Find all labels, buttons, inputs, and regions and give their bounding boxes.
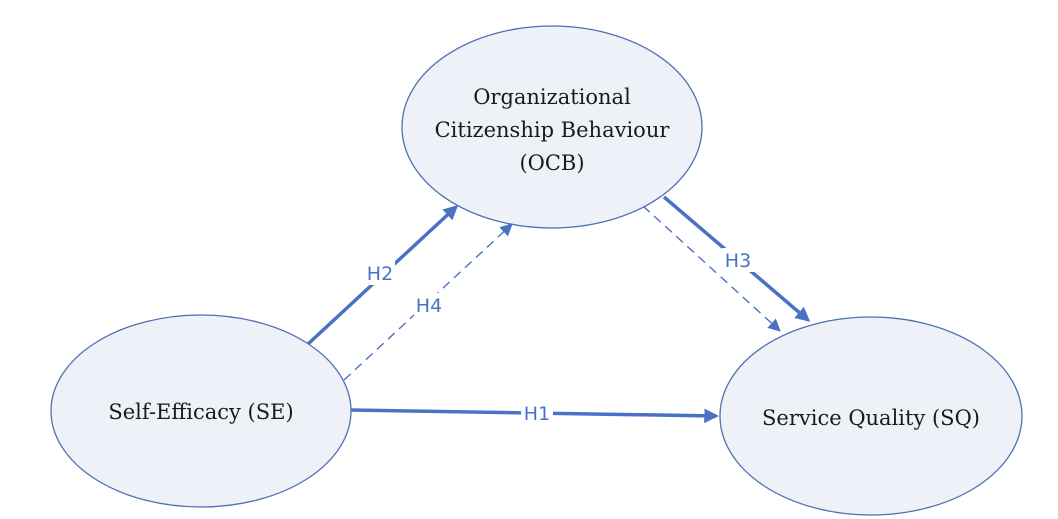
svg-text:H4: H4 [416, 295, 442, 317]
node-ocb-line-2: Citizenship Behaviour [435, 118, 671, 142]
svg-text:H2: H2 [367, 263, 393, 285]
node-ocb-line-3: (OCB) [519, 151, 584, 175]
edge-label-h3: H3 [722, 248, 754, 272]
edge-label-h1: H1 [521, 402, 553, 426]
svg-text:H3: H3 [725, 250, 751, 272]
edge-label-h2: H2 [365, 261, 395, 285]
node-se: Self-Efficacy (SE) [50, 314, 352, 508]
edge-h4-ocb-to-sq [642, 205, 781, 332]
node-ocb: Organizational Citizenship Behaviour (OC… [401, 25, 703, 229]
node-ocb-line-1: Organizational [473, 85, 631, 109]
node-se-label: Self-Efficacy (SE) [108, 400, 293, 424]
node-sq: Service Quality (SQ) [719, 316, 1023, 516]
node-sq-label: Service Quality (SQ) [762, 406, 980, 430]
svg-text:H1: H1 [524, 403, 550, 425]
edge-label-h4: H4 [414, 293, 444, 317]
